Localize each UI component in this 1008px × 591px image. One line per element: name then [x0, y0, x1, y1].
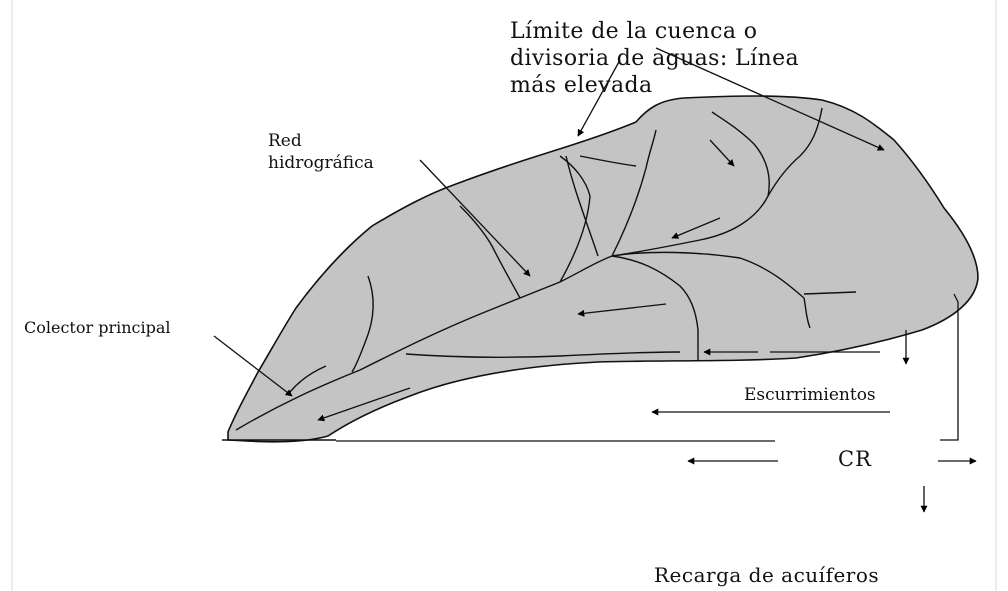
tributary-b — [611, 129, 657, 257]
right-bracket-line — [940, 293, 959, 441]
label-red-line1: Red — [268, 131, 302, 151]
label-cr: CR — [838, 447, 872, 471]
stream-network — [235, 107, 857, 431]
tributary-a — [559, 155, 591, 283]
label-escurrimientos: Escurrimientos — [744, 385, 876, 405]
lower-stream — [405, 351, 681, 359]
label-red-hidrografica: Red hidrográfica — [268, 130, 374, 174]
stream-spur-right-top — [803, 291, 857, 295]
pointer-divide-left — [577, 59, 621, 137]
label-red-line2: hidrográfica — [268, 153, 374, 173]
pointer-divide-right — [655, 47, 885, 151]
tributary-i — [289, 365, 327, 393]
tributary-c — [565, 155, 599, 257]
label-colector-principal: Colector principal — [24, 318, 171, 337]
tributary-f — [579, 155, 637, 167]
main-collector-stream — [235, 281, 561, 431]
flow-arrow-2 — [671, 217, 721, 239]
pointer-colector — [213, 335, 293, 397]
tributary-h — [351, 275, 374, 373]
label-divisoria-line3: más elevada — [510, 73, 653, 98]
label-divisoria-line2: divisoria de aguas: Línea — [510, 46, 800, 71]
stream-spur-right — [803, 297, 811, 329]
label-divisoria: Límite de la cuenca o divisoria de aguas… — [510, 18, 799, 99]
label-recarga-acuiferos: Recarga de acuíferos — [654, 563, 880, 587]
label-divisoria-line1: Límite de la cuenca o — [510, 19, 758, 44]
flow-arrow-3 — [577, 303, 667, 317]
tributary-d — [611, 111, 770, 257]
pointer-red-hidrografica — [419, 159, 531, 277]
main-stream-upper — [559, 251, 805, 299]
tributary-e — [767, 107, 823, 197]
flow-arrow-4 — [317, 387, 411, 422]
flow-arrow-1 — [709, 139, 735, 167]
tributary-g — [459, 205, 521, 299]
stream-to-outlet — [611, 255, 699, 360]
